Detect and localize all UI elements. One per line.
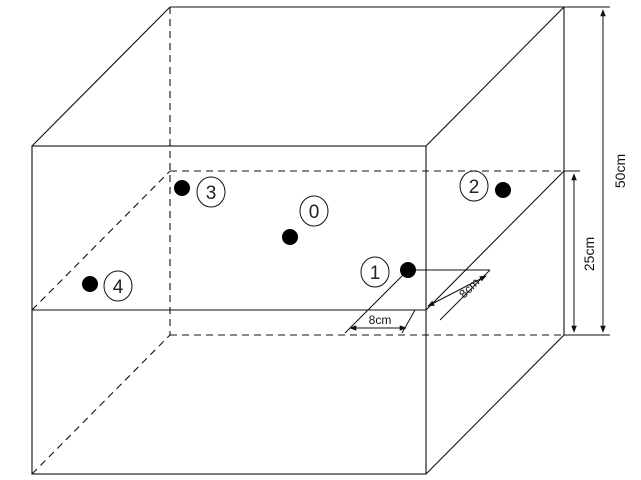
point1-extension bbox=[344, 269, 409, 334]
height-total-label: 50cm bbox=[612, 154, 628, 188]
height-plane-label: 25cm bbox=[581, 237, 597, 271]
point-2-dot bbox=[495, 182, 511, 198]
offset-x-label: 8cm bbox=[369, 313, 392, 327]
point-0-marker bbox=[299, 195, 329, 227]
point-1-label: 1 bbox=[370, 263, 381, 284]
plane-right-edge bbox=[425, 170, 565, 311]
point-4-dot bbox=[82, 276, 98, 292]
point-3-label: 3 bbox=[206, 183, 217, 204]
point-0-label: 0 bbox=[309, 202, 320, 223]
dimension-height-plane: 25cm bbox=[564, 170, 597, 333]
point-4-marker bbox=[103, 270, 133, 302]
bottom-right-edge bbox=[425, 334, 565, 475]
box-hidden-edges bbox=[31, 7, 564, 475]
point-4-label: 4 bbox=[113, 277, 124, 298]
plane-left-edge bbox=[31, 170, 171, 311]
point-3-dot bbox=[174, 180, 190, 196]
dimension-height-total: 50cm bbox=[564, 6, 628, 336]
point-2-marker bbox=[459, 170, 489, 202]
point-1-marker bbox=[360, 256, 390, 288]
offset-depth-arrow bbox=[427, 275, 487, 307]
point-1-dot bbox=[400, 262, 416, 278]
top-left-edge bbox=[31, 6, 171, 147]
point-0-dot bbox=[282, 229, 298, 245]
hidden-bottom-left bbox=[31, 334, 171, 475]
point-2: 2 bbox=[459, 170, 511, 202]
point-4: 4 bbox=[82, 270, 133, 302]
box-visible-edges bbox=[31, 6, 565, 475]
point-3-marker bbox=[196, 176, 226, 208]
point-1: 1 bbox=[360, 256, 416, 288]
point-2-label: 2 bbox=[469, 177, 480, 198]
point-0: 0 bbox=[282, 195, 329, 245]
point-3: 3 bbox=[174, 176, 226, 208]
dimension-point1-offsets: 8cm 8cm bbox=[344, 269, 491, 334]
top-right-edge bbox=[425, 6, 565, 147]
offset-depth-label: 8cm bbox=[456, 275, 482, 301]
